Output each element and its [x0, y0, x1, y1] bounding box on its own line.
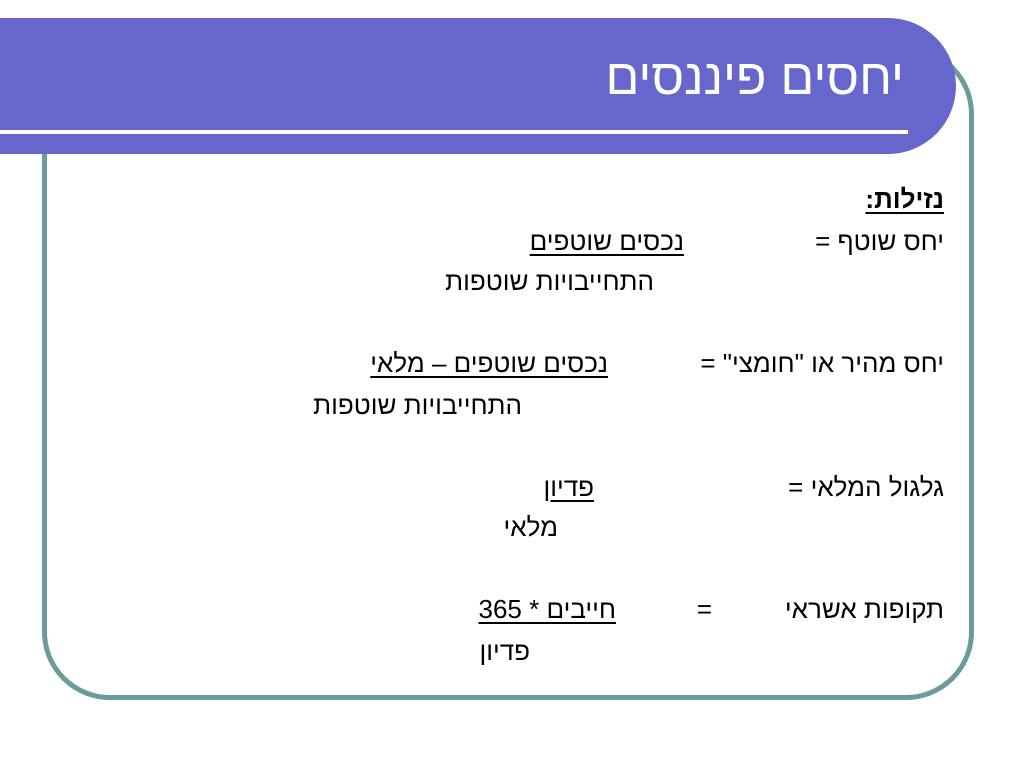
formula-label-quick-ratio: יחס מהיר או "חומצי" = — [700, 348, 944, 378]
formula-numerator-quick-ratio: נכסים שוטפים – מלאי — [370, 348, 608, 378]
formula-denominator-credit-periods: פדיון — [479, 636, 530, 666]
formula-numerator-credit-periods: חייבים * 365 — [478, 594, 616, 624]
section-heading: נזילות: — [865, 184, 944, 214]
formula-label-inventory-turnover: גלגול המלאי = — [788, 472, 944, 502]
formula-denominator-current-ratio: התחייבויות שוטפות — [445, 266, 654, 296]
formula-equals-credit-periods: = — [696, 594, 712, 624]
title-underline — [0, 130, 908, 134]
formula-label-credit-periods: תקופות אשראי — [784, 594, 944, 624]
formula-label-current-ratio: יחס שוטף = — [815, 226, 944, 256]
formula-denominator-inventory-turnover: מלאי — [503, 512, 558, 542]
slide-title: יחסים פיננסים — [605, 49, 904, 105]
formula-numerator-inventory-turnover: פדיון — [543, 472, 594, 502]
formula-denominator-quick-ratio: התחייבויות שוטפות — [313, 390, 522, 420]
formula-numerator-current-ratio: נכסים שוטפים — [529, 226, 684, 256]
